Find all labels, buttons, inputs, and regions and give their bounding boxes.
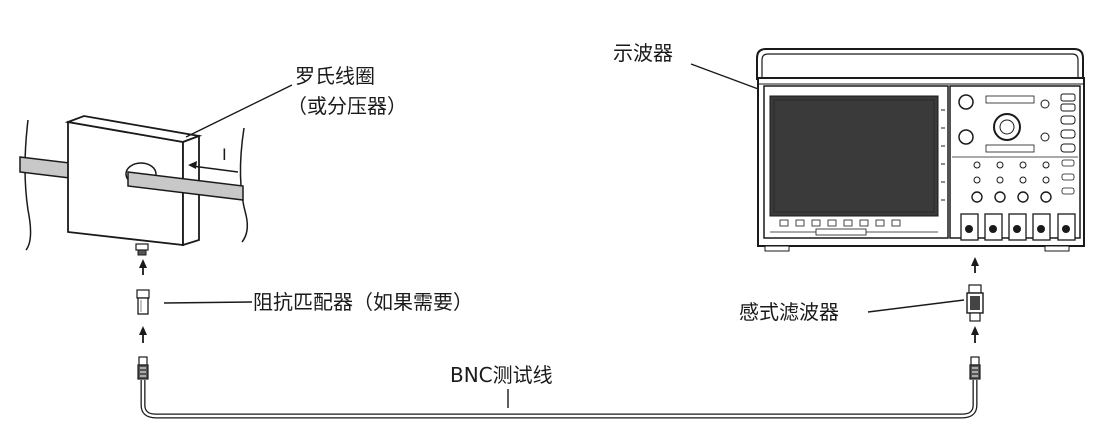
inductive-filter-label: 感式滤波器 (739, 300, 839, 324)
inductive-filter-icon (966, 284, 984, 322)
right-bnc-connector-icon (969, 356, 981, 380)
current-symbol: I (222, 145, 227, 164)
right-arrow-1 (971, 257, 979, 273)
oscilloscope-icon (756, 48, 1085, 252)
oscilloscope-label: 示波器 (613, 41, 673, 65)
bnc-cable (140, 380, 978, 419)
impedance-matcher-icon (136, 289, 150, 315)
rogowski-coil-icon (19, 115, 249, 256)
bnc-cable-label: BNC测试线 (450, 363, 553, 387)
impedance-matcher-label: 阻抗匹配器（如果需要） (253, 290, 473, 314)
left-arrow-2 (139, 326, 147, 343)
matcher-leader-line (163, 301, 253, 304)
bnc-connector-icon (137, 356, 149, 380)
voltage-divider-label: （或分压器） (287, 94, 407, 118)
right-arrow-2 (971, 326, 979, 343)
scope-leader-line (690, 63, 762, 91)
left-arrow-1 (139, 259, 147, 275)
rogowski-coil-label: 罗氏线圈 (295, 64, 375, 88)
filter-leader-line (867, 299, 965, 313)
